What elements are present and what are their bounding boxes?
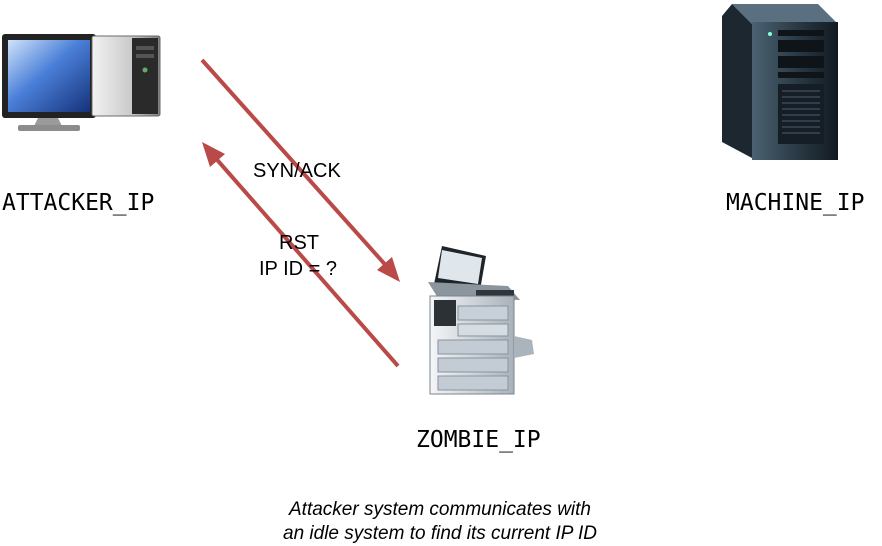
zombie-label: ZOMBIE_IP bbox=[416, 427, 541, 453]
desktop-computer-icon bbox=[2, 34, 161, 131]
syn-ack-label: SYN/ACK bbox=[253, 160, 341, 182]
rst-arrowhead bbox=[202, 142, 225, 167]
attacker-label: ATTACKER_IP bbox=[2, 190, 154, 216]
rst-arrow bbox=[202, 142, 400, 368]
syn-ack-arrowhead bbox=[377, 257, 400, 282]
machine-label: MACHINE_IP bbox=[726, 190, 864, 216]
server-tower-icon bbox=[722, 4, 838, 160]
caption-line-1: Attacker system communicates with bbox=[288, 499, 591, 520]
caption-line-2: an idle system to find its current IP ID bbox=[283, 523, 597, 544]
ip-id-label: IP ID = ? bbox=[259, 258, 337, 280]
printer-copier-icon bbox=[428, 246, 534, 395]
syn-ack-arrow bbox=[200, 58, 400, 282]
rst-label: RST bbox=[279, 232, 319, 254]
